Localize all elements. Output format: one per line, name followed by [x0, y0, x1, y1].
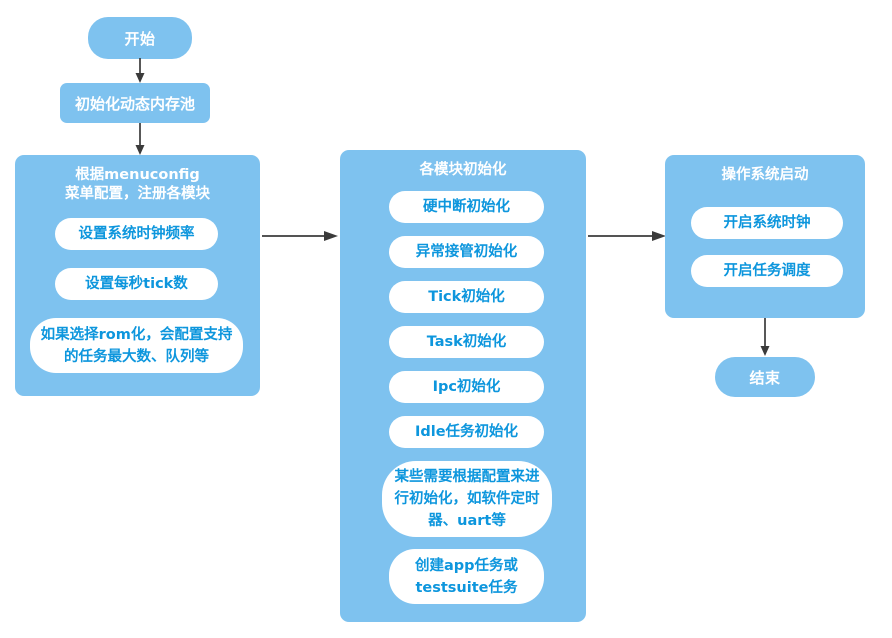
pill-idle-task-init[interactable]: Idle任务初始化 [389, 416, 544, 448]
pill-ipc-init[interactable]: Ipc初始化 [389, 371, 544, 403]
group-menuconfig-title: 根据menuconfig 菜单配置，注册各模块 [15, 166, 260, 204]
connector-os-start-to-end [760, 318, 770, 356]
pill-start-system-clock-label: 开启系统时钟 [723, 215, 811, 231]
connector-menuconfig-to-module-init [262, 231, 338, 241]
node-start-label: 开始 [124, 29, 156, 48]
pill-exception-handling-init-label: 异常接管初始化 [415, 244, 518, 260]
pill-idle-task-init-label: Idle任务初始化 [414, 424, 519, 440]
group-menuconfig-title-line1: 根据menuconfig [75, 167, 200, 183]
pill-tick-init-label: Tick初始化 [428, 289, 505, 305]
group-module-init: 各模块初始化 硬中断初始化 异常接管初始化 Tick初始化 Task初始化 Ip… [340, 150, 586, 622]
group-menuconfig: 根据menuconfig 菜单配置，注册各模块 设置系统时钟频率 设置每秒tic… [15, 155, 260, 396]
pill-set-system-clock-frequency[interactable]: 设置系统时钟频率 [55, 218, 218, 250]
node-end-label: 结束 [749, 368, 781, 387]
pill-set-ticks-per-second-label: 设置每秒tick数 [85, 276, 188, 292]
pill-ipc-init-label: Ipc初始化 [432, 379, 501, 395]
pill-start-system-clock[interactable]: 开启系统时钟 [691, 207, 843, 239]
node-end[interactable]: 结束 [715, 357, 815, 397]
pill-rom-config-label: 如果选择rom化，会配置支持 的任务最大数、队列等 [40, 326, 233, 365]
pill-tick-init[interactable]: Tick初始化 [389, 281, 544, 313]
group-module-init-title-line1: 各模块初始化 [419, 162, 507, 178]
pill-task-init-label: Task初始化 [426, 334, 507, 350]
connector-mem-to-menuconfig [135, 123, 145, 155]
group-module-init-title: 各模块初始化 [340, 161, 586, 180]
connector-module-init-to-os-start [588, 231, 666, 241]
pill-create-app-task-label: 创建app任务或 testsuite任务 [414, 557, 519, 596]
pill-start-task-scheduling[interactable]: 开启任务调度 [691, 255, 843, 287]
pill-create-app-task[interactable]: 创建app任务或 testsuite任务 [389, 549, 544, 604]
pill-set-system-clock-frequency-label: 设置系统时钟频率 [78, 226, 195, 242]
pill-rom-config[interactable]: 如果选择rom化，会配置支持 的任务最大数、队列等 [30, 318, 243, 373]
pill-task-init[interactable]: Task初始化 [389, 326, 544, 358]
connector-start-to-mem [135, 58, 145, 83]
pill-hard-interrupt-init[interactable]: 硬中断初始化 [389, 191, 544, 223]
group-os-start-title-line1: 操作系统启动 [721, 167, 809, 183]
pill-config-based-init[interactable]: 某些需要根据配置来进 行初始化，如软件定时 器、uart等 [382, 461, 552, 537]
group-menuconfig-title-line2: 菜单配置，注册各模块 [65, 186, 210, 202]
node-start[interactable]: 开始 [88, 17, 192, 59]
pill-start-task-scheduling-label: 开启任务调度 [723, 263, 811, 279]
pill-hard-interrupt-init-label: 硬中断初始化 [423, 199, 510, 215]
group-os-start: 操作系统启动 开启系统时钟 开启任务调度 [665, 155, 865, 318]
node-init-memory-pool-label: 初始化动态内存池 [74, 94, 195, 113]
pill-set-ticks-per-second[interactable]: 设置每秒tick数 [55, 268, 218, 300]
node-init-memory-pool[interactable]: 初始化动态内存池 [60, 83, 210, 123]
pill-config-based-init-label: 某些需要根据配置来进 行初始化，如软件定时 器、uart等 [394, 469, 540, 529]
pill-exception-handling-init[interactable]: 异常接管初始化 [389, 236, 544, 268]
group-os-start-title: 操作系统启动 [665, 166, 865, 185]
